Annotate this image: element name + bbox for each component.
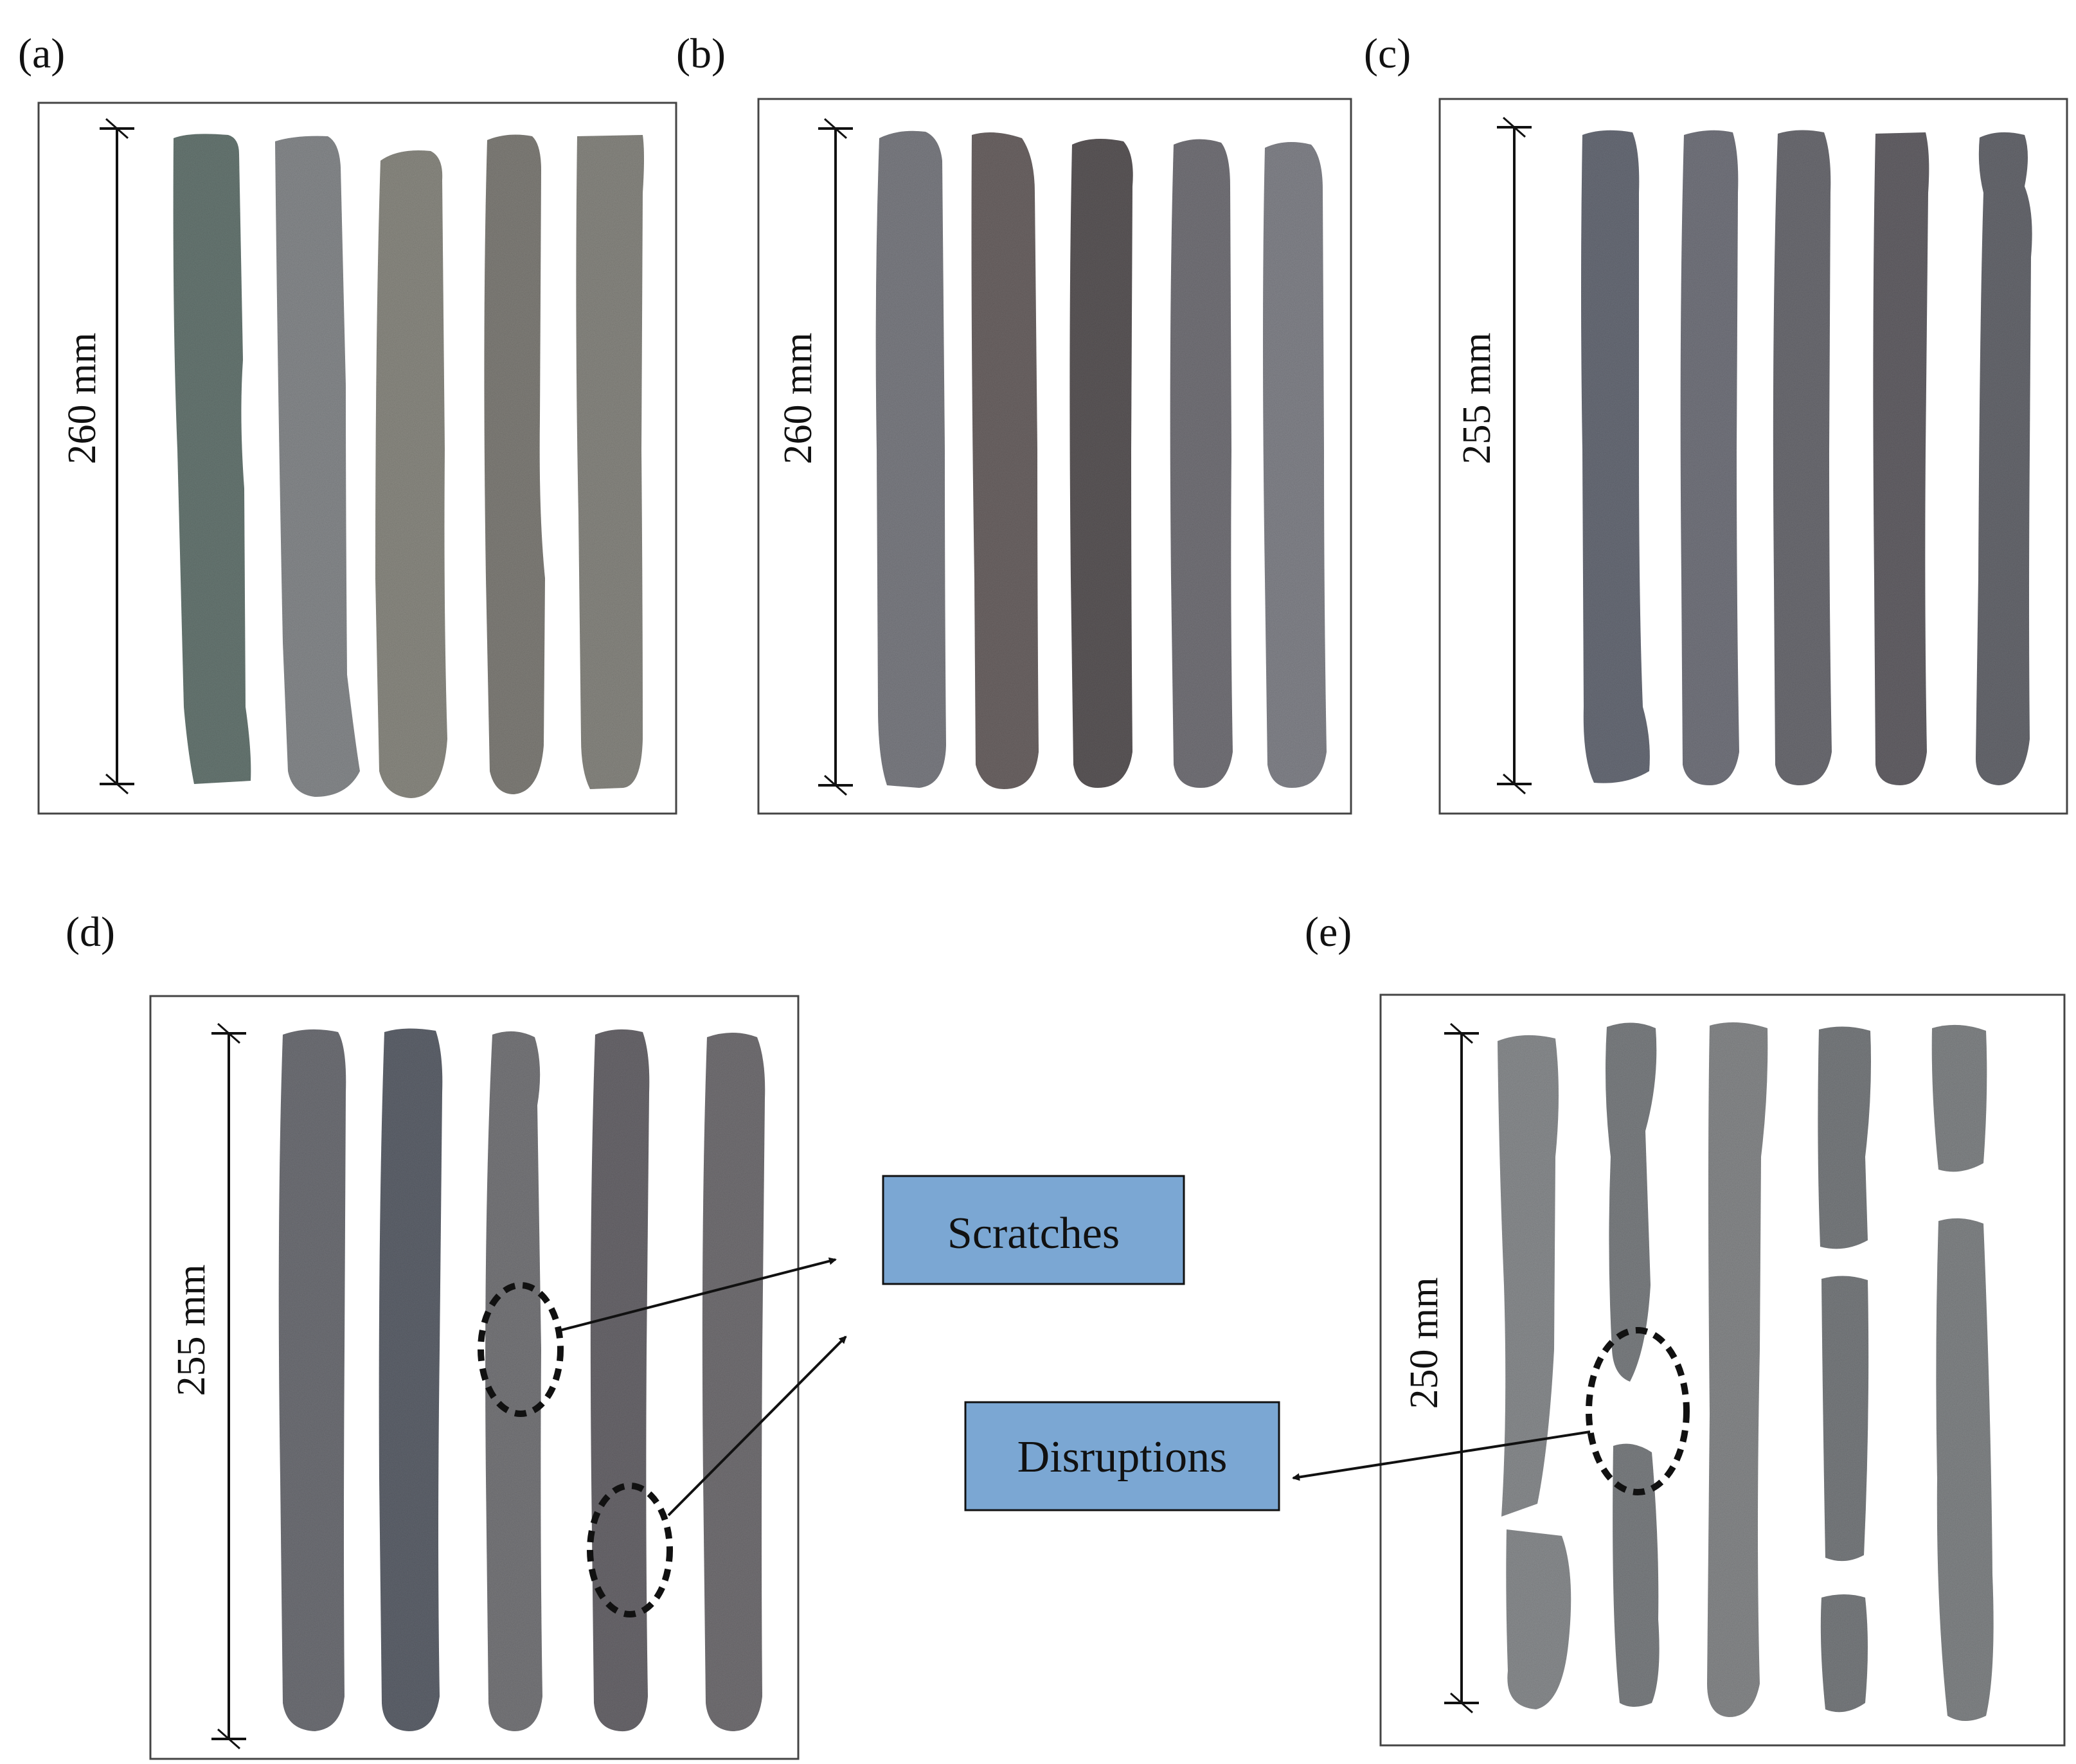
panel-e-rod-4-segment-3 (1820, 1594, 1868, 1713)
scratch-highlight-2 (587, 1483, 673, 1617)
panel-a: (a) 260 mm (18, 30, 677, 815)
panel-b-label: (b) (676, 30, 726, 77)
panel-a-rod-2 (275, 136, 360, 797)
panel-c: (c) 255 mm (1364, 30, 2068, 815)
panel-d: (d) 255 mm (66, 909, 800, 1760)
panel-e-rod-5-segment-1 (1931, 1024, 1987, 1172)
panel-b-rod-5 (1263, 142, 1327, 788)
scratches-label: Scratches (947, 1209, 1120, 1258)
panel-a-frame (37, 102, 677, 815)
panel-e-rod-4-segment-1 (1818, 1026, 1871, 1249)
panel-e-rod-1-lower (1506, 1529, 1571, 1709)
panel-b-rod-4 (1170, 139, 1233, 788)
panel-b-dimension-label: 260 mm (776, 333, 820, 465)
panel-e-rod-1-upper (1498, 1035, 1559, 1517)
panel-c-rod-4 (1873, 132, 1929, 785)
disruptions-arrow (1292, 1430, 1591, 1481)
panel-d-rod-1 (278, 1029, 346, 1731)
disruptions-annotation: Disruptions (964, 1401, 1591, 1511)
panel-c-label: (c) (1364, 30, 1411, 77)
panel-b-rod-1 (875, 130, 946, 788)
scratches-annotation: Scratches (560, 1175, 1185, 1517)
scratches-arrow-2 (667, 1335, 847, 1517)
panel-c-rod-5 (1976, 132, 2032, 786)
panel-e-rod-2-upper (1606, 1022, 1657, 1382)
panel-a-dimension-line (100, 118, 134, 795)
panel-d-rod-5 (702, 1033, 765, 1731)
panel-e-rod-3 (1707, 1022, 1768, 1717)
scratches-arrow-1 (560, 1257, 837, 1332)
panel-e-rod-5-segment-2 (1936, 1218, 1994, 1721)
panel-c-dimension-label: 255 mm (1455, 333, 1499, 465)
panel-d-frame (149, 995, 800, 1760)
panel-e-rod-2-lower (1613, 1443, 1660, 1707)
panel-e-dimension-label: 250 mm (1402, 1278, 1446, 1409)
panel-d-dimension-line (211, 1022, 246, 1750)
panel-e-dimension-line (1444, 1022, 1479, 1714)
panel-c-dimension-line (1497, 116, 1532, 795)
panel-d-rod-4 (590, 1029, 650, 1732)
panel-c-rod-3 (1773, 130, 1832, 785)
panel-b-frame (757, 98, 1352, 815)
panel-a-rod-5 (576, 135, 644, 789)
panel-e: (e) 250 mm (1305, 909, 2066, 1747)
panel-d-label: (d) (66, 909, 115, 956)
panel-a-dimension-label: 260 mm (60, 333, 104, 465)
disruptions-label: Disruptions (1017, 1432, 1228, 1482)
panel-a-rod-1 (173, 134, 251, 785)
panel-d-rod-3 (485, 1031, 542, 1731)
panel-e-rod-4-segment-2 (1821, 1276, 1869, 1562)
panel-b-rod-2 (971, 132, 1039, 789)
panel-a-label: (a) (18, 30, 65, 77)
panel-b: (b) 260 mm (676, 30, 1352, 815)
scratches-box (882, 1175, 1185, 1285)
panel-b-dimension-line (818, 118, 853, 796)
panel-c-rod-2 (1680, 130, 1739, 786)
panel-d-dimension-label: 255 mm (170, 1265, 213, 1396)
disruptions-box (964, 1401, 1280, 1511)
panel-c-rod-1 (1581, 130, 1650, 783)
panel-b-rod-3 (1069, 139, 1133, 788)
panel-c-frame (1438, 98, 2068, 815)
scratch-highlight-1 (478, 1282, 564, 1417)
panel-a-rod-4 (484, 134, 545, 794)
panel-e-label: (e) (1305, 909, 1352, 956)
panel-d-rod-2 (379, 1028, 443, 1731)
disruption-highlight (1586, 1327, 1690, 1495)
panel-a-rod-3 (375, 150, 447, 798)
